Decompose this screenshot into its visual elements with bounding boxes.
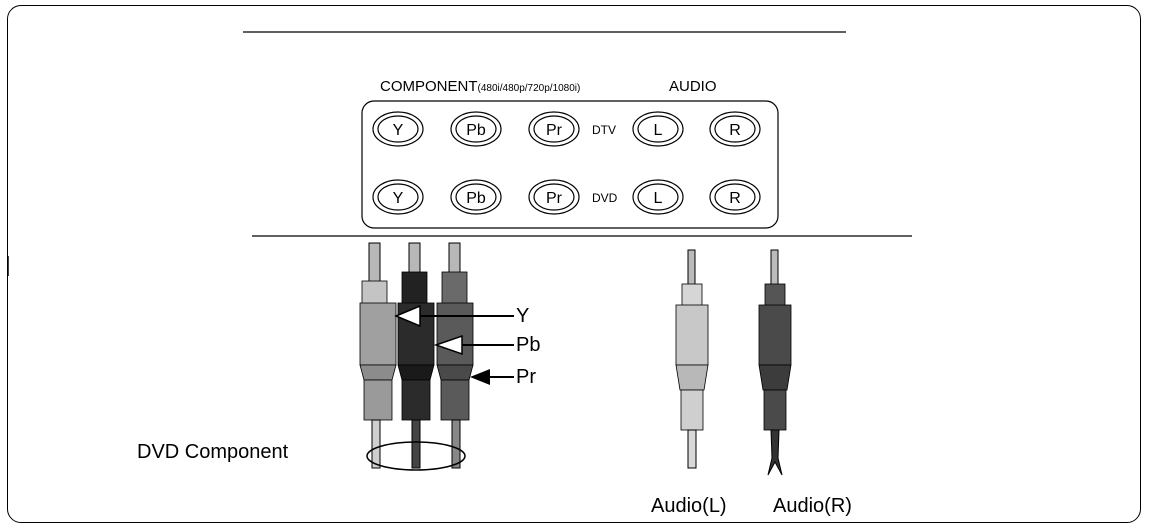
audio-left-label: Audio(L) (651, 495, 727, 517)
jack-outer-ring (372, 179, 424, 215)
audio-title: AUDIO (669, 78, 717, 95)
jack-dvd-y: Y (372, 179, 424, 215)
callout-arrows (394, 304, 514, 385)
jack-inner-ring (533, 115, 575, 143)
component-cable (359, 242, 474, 471)
jack-outer-ring (632, 111, 684, 147)
y-arrow-head (394, 304, 421, 328)
jack-label: Y (393, 190, 404, 207)
jack-outer-ring (632, 179, 684, 215)
row-label-dvd: DVD (592, 191, 618, 205)
jack-dtv-r: R (709, 111, 761, 147)
jack-outer-ring (709, 179, 761, 215)
jack-dtv-pr: Pr (528, 111, 580, 147)
pr-arrow-head (470, 369, 490, 385)
jack-label: Y (393, 122, 404, 139)
jack-dtv-pb: Pb (450, 111, 502, 147)
jack-label: R (729, 122, 741, 139)
jack-inner-ring (455, 183, 497, 211)
component-title: COMPONENT(480i/480p/720p/1080i) (380, 79, 580, 94)
jack-dvd-r: R (709, 179, 761, 215)
component-title-text: COMPONENT (380, 78, 478, 95)
jack-inner-ring (714, 115, 756, 143)
dvd-component-caption: DVD Component (137, 441, 289, 463)
component-formats: (480i/480p/720p/1080i) (477, 83, 581, 94)
jack-label: R (729, 190, 741, 207)
jack-outer-ring (709, 111, 761, 147)
jack-label: L (654, 122, 663, 139)
jack-dvd-l: L (632, 179, 684, 215)
pb-arrow-head (433, 334, 463, 356)
callout-y: Y (516, 305, 530, 327)
jack-dtv-l: L (632, 111, 684, 147)
jack-outer-ring (450, 179, 502, 215)
jack-label: Pb (466, 122, 486, 139)
jack-inner-ring (714, 183, 756, 211)
jack-dvd-pr: Pr (528, 179, 580, 215)
jack-label: Pr (546, 190, 563, 207)
jack-label: Pr (546, 122, 563, 139)
audio-right-label: Audio(R) (773, 495, 852, 517)
jack-inner-ring (533, 183, 575, 211)
jack-inner-ring (637, 115, 679, 143)
row-label-dtv: DTV (592, 123, 616, 137)
jack-label: L (654, 190, 663, 207)
jack-inner-ring (377, 115, 419, 143)
jack-outer-ring (528, 179, 580, 215)
jack-outer-ring (372, 111, 424, 147)
callout-pr: Pr (516, 366, 536, 388)
jack-inner-ring (637, 183, 679, 211)
pb-plug (397, 242, 435, 469)
audio-right-plug (758, 249, 792, 476)
jack-inner-ring (455, 115, 497, 143)
jack-outer-ring (528, 111, 580, 147)
jack-label: Pb (466, 190, 486, 207)
cable-end-highlight (366, 441, 466, 471)
y-plug (359, 242, 397, 469)
jack-dtv-y: Y (372, 111, 424, 147)
audio-left-plug (675, 249, 709, 469)
jack-panel (361, 100, 779, 229)
jack-inner-ring (377, 183, 419, 211)
callout-pb: Pb (516, 334, 541, 356)
jack-dvd-pb: Pb (450, 179, 502, 215)
jack-outer-ring (450, 111, 502, 147)
pr-plug (436, 242, 474, 469)
